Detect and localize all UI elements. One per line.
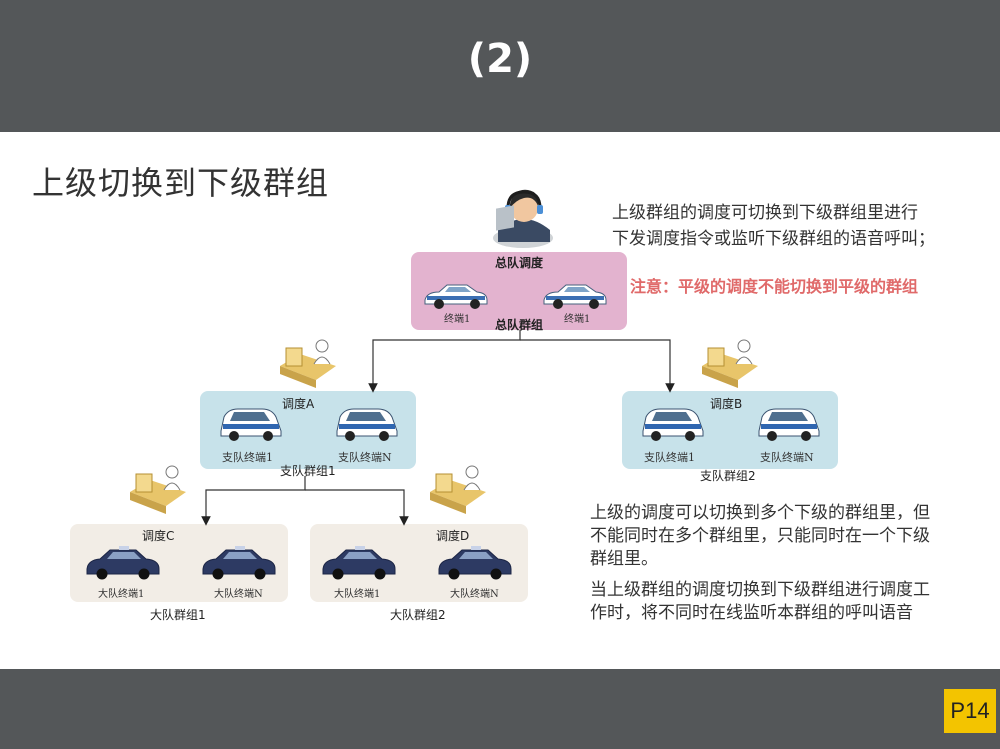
description-line: 上级群组的调度可切换到下级群组里进行 [612,203,918,223]
dispatch-station-icon [130,465,186,514]
brigade-c-dispatch-label: 调度C [142,529,175,543]
brigade-d-dispatch-label: 调度D [436,529,470,543]
police-sedan-icon [86,546,160,580]
description-bottom: 上级的调度可以切换到多个下级的群组里，但 不能同时在多个群组里，只能同时在一个下… [590,502,930,625]
branch-a-group-label: 支队群组1 [280,464,336,478]
section-number: (2) [467,36,533,82]
brigade-d-group-label: 大队群组2 [390,608,446,622]
dispatch-station-icon [702,339,758,388]
hq-group-label: 总队群组 [495,318,544,332]
description-line: 当上级群组的调度切换到下级群组进行调度工 [590,580,930,600]
note-text: 注意：平级的调度不能切换到平级的群组 [630,277,919,296]
connector-hq-to-b [520,339,675,393]
description-line: 不能同时在多个群组里，只能同时在一个下级 [590,526,930,546]
terminal-label: 大队终端N [450,589,499,600]
police-sedan-icon [202,546,276,580]
dispatch-station-icon [280,339,336,388]
branch-a-dispatch-label: 调度A [282,397,315,411]
branch-b-dispatch-label: 调度B [710,397,743,411]
terminal-label: 支队终端N [760,451,814,464]
description-line: 下发调度指令或监听下级群组的语音呼叫； [612,229,935,249]
footer-bar [0,669,1000,749]
page-number-badge: P14 [944,689,996,733]
police-sedan-icon [322,546,396,580]
dispatch-station-icon [430,465,486,514]
terminal-label: 支队终端N [338,451,392,464]
police-suv-icon [336,408,398,441]
hq-dispatch-label: 总队调度 [495,256,544,270]
terminal-label: 终端1 [444,314,471,325]
page-title: 上级切换到下级群组 [32,164,330,202]
terminal-label: 终端1 [564,314,591,325]
terminal-label: 大队终端N [214,589,263,600]
terminal-label: 支队终端1 [644,451,695,464]
description-line: 作时，将不同时在线监听本群组的呼叫语音 [590,603,913,623]
description-top: 上级群组的调度可切换到下级群组里进行 下发调度指令或监听下级群组的语音呼叫； [612,200,935,252]
brigade-c-group-label: 大队群组1 [150,608,206,622]
police-suv-icon [642,408,704,441]
police-car-icon [424,284,488,309]
police-car-icon [543,284,607,309]
police-suv-icon [220,408,282,441]
connector-a-to-c [201,476,306,526]
description-line: 上级的调度可以切换到多个下级的群组里，但 [590,503,930,523]
dispatcher-avatar-icon [493,189,553,248]
terminal-label: 大队终端1 [334,589,381,600]
description-line: 群组里。 [590,549,658,569]
terminal-label: 大队终端1 [98,589,145,600]
police-sedan-icon [438,546,512,580]
police-suv-icon [758,408,820,441]
connector-hq-to-a [368,330,521,393]
header-bar [0,0,1000,132]
branch-b-group-label: 支队群组2 [700,469,756,483]
terminal-label: 支队终端1 [222,451,273,464]
connector-a-to-d [305,489,409,526]
